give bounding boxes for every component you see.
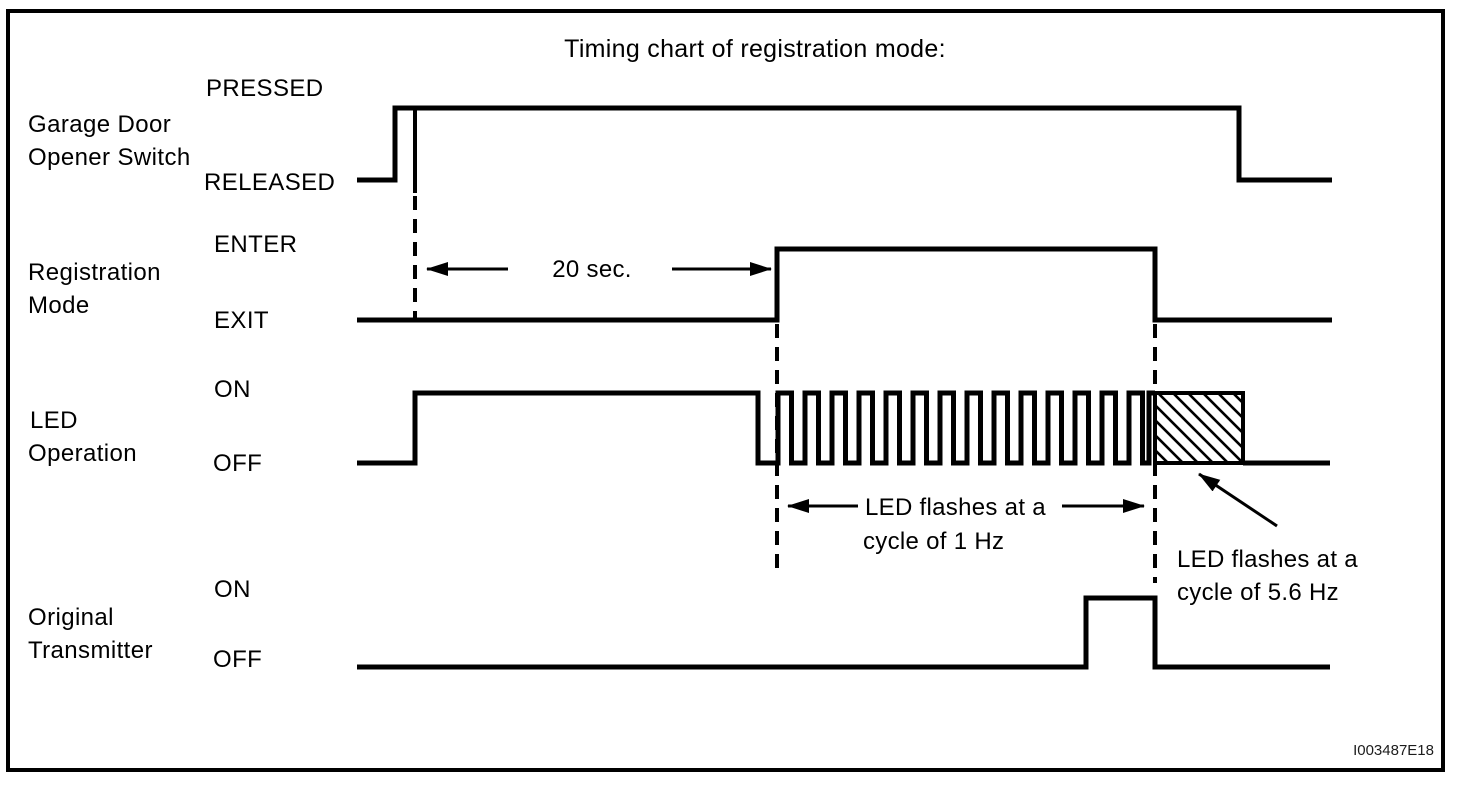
- led-5-6hz-label-line1: LED flashes at a: [1177, 546, 1358, 573]
- level-label-transmitter-off: OFF: [213, 646, 262, 673]
- level-label-transmitter-on: ON: [214, 576, 251, 603]
- signal-group-garage-door-opener-switch: Garage Door Opener Switch PRESSED RELEAS…: [28, 75, 1332, 322]
- led-1hz-label-line1: LED flashes at a: [865, 494, 1046, 521]
- signal-name-registration-line2: Mode: [28, 292, 90, 319]
- annotation-led-1hz: LED flashes at a cycle of 1 Hz: [787, 494, 1145, 555]
- waveform-registration-mode: [357, 246, 1332, 323]
- signal-name-transmitter-line1: Original: [28, 604, 114, 631]
- signal-name-garage-door-line2: Opener Switch: [28, 144, 191, 171]
- signal-group-registration-mode: Registration Mode ENTER EXIT: [28, 231, 1332, 583]
- level-label-pressed: PRESSED: [206, 75, 324, 102]
- figure-id-code: I003487E18: [1353, 742, 1434, 759]
- signal-name-led-line2: Operation: [28, 440, 137, 467]
- level-label-enter: ENTER: [214, 231, 297, 258]
- waveform-garage-door-switch: [357, 105, 1332, 183]
- interval-label: 20 sec.: [552, 256, 631, 283]
- level-label-led-on: ON: [214, 376, 251, 403]
- frame-border: [6, 9, 1445, 772]
- signal-group-original-transmitter: Original Transmitter ON OFF: [28, 576, 1330, 673]
- signal-name-garage-door-line1: Garage Door: [28, 111, 171, 138]
- led-5-6hz-hatched-box: [1153, 391, 1245, 465]
- signal-group-led-operation: LED Operation ON OFF: [28, 376, 1330, 477]
- led-5-6hz-label-line2: cycle of 5.6 Hz: [1177, 579, 1339, 606]
- level-label-released: RELEASED: [204, 169, 335, 196]
- waveform-led-operation: [357, 390, 1155, 466]
- signal-name-transmitter-line2: Transmitter: [28, 637, 153, 664]
- led-5-6hz-pointer-arrow-icon: [1198, 472, 1278, 528]
- level-label-exit: EXIT: [214, 307, 269, 334]
- annotation-20sec: 20 sec.: [426, 256, 772, 283]
- led-1hz-label-line2: cycle of 1 Hz: [863, 528, 1004, 555]
- waveform-original-transmitter: [357, 595, 1330, 670]
- signal-name-registration-line1: Registration: [28, 259, 161, 286]
- signal-name-led-line1: LED: [30, 407, 78, 434]
- level-label-led-off: OFF: [213, 450, 262, 477]
- chart-title: Timing chart of registration mode:: [564, 35, 946, 63]
- annotation-led-5-6hz: LED flashes at a cycle of 5.6 Hz: [1177, 472, 1358, 606]
